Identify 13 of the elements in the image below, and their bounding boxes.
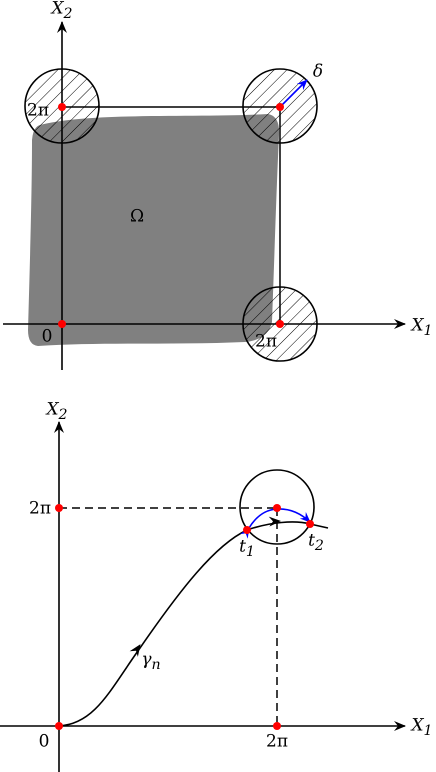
axis-label: X$_{1}$	[411, 318, 433, 338]
tick-label: 2π	[29, 500, 51, 518]
radius-label: δ	[312, 64, 324, 80]
curve-label: γ$_{n}$	[141, 652, 161, 672]
axis-label: X$_{1}$	[411, 718, 433, 738]
point-label: t$_{1}$	[239, 538, 255, 560]
axis-label: X$_{2}$	[51, 0, 73, 22]
tick-label: 2π	[266, 734, 288, 750]
axis-label: X$_{2}$	[46, 402, 68, 422]
tick-label: 0	[38, 734, 50, 750]
tick-label: 0	[42, 328, 52, 346]
region-label: Ω	[130, 208, 144, 226]
point-label: t$_{2}$	[308, 532, 324, 554]
